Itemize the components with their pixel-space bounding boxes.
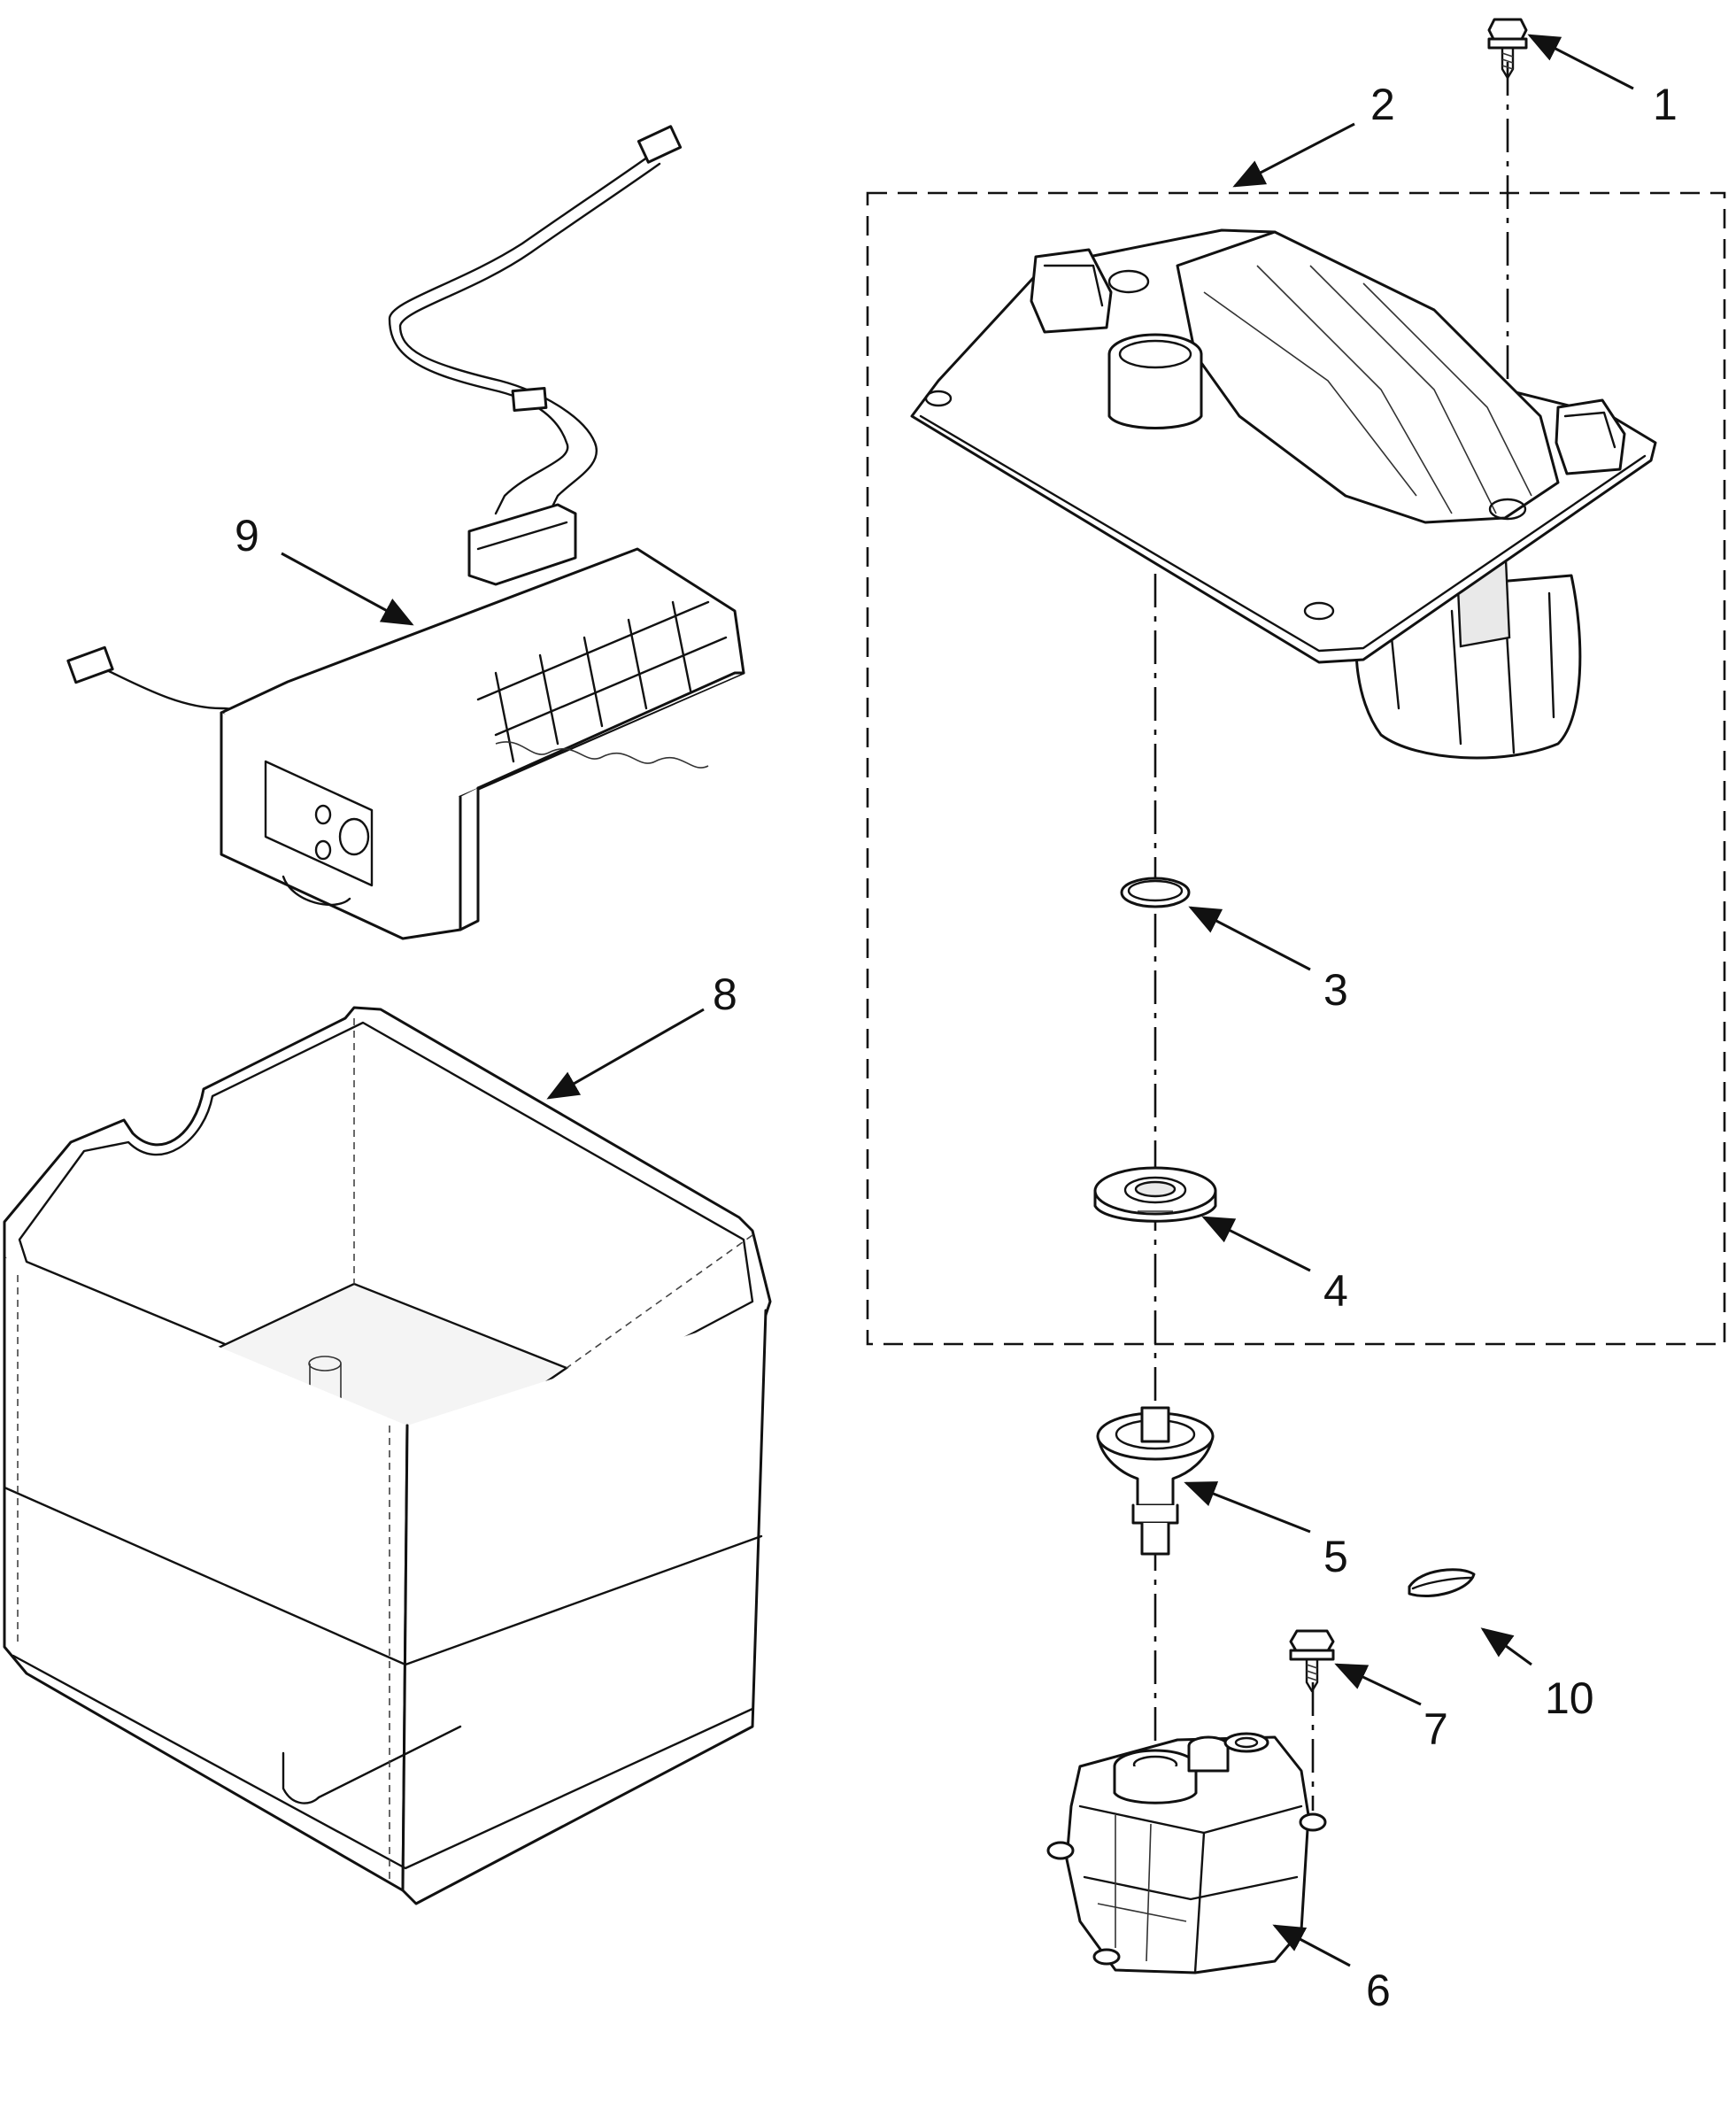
leader-arrow-4: [1201, 1216, 1311, 1272]
screw-part-7: [1289, 1629, 1335, 1693]
o-ring-part-3: [1120, 877, 1191, 908]
coupler-part-5: [1096, 1406, 1215, 1556]
leader-arrow-2: [1232, 122, 1355, 188]
callout-7: 7: [1424, 1704, 1448, 1754]
callout-10: 10: [1545, 1673, 1594, 1723]
spacer-part-10: [1408, 1568, 1476, 1598]
callout-6: 6: [1366, 1966, 1391, 2015]
leader-arrow-6: [1272, 1924, 1351, 1967]
leader-arrow-3: [1188, 906, 1311, 971]
bushing-part-4: [1093, 1166, 1217, 1223]
leader-arrow-9: [281, 552, 414, 626]
screw-part-1: [1487, 18, 1528, 80]
ice-bucket-part-8: [3, 1006, 772, 1905]
ice-maker-part-9: [66, 125, 745, 940]
leader-arrow-10: [1480, 1627, 1532, 1666]
leader-arrow-8: [546, 1008, 705, 1100]
assembly-group-box: [866, 191, 1726, 1346]
callout-4: 4: [1323, 1266, 1348, 1316]
dispenser-housing-part-2: [910, 228, 1657, 760]
leader-arrow-7: [1334, 1663, 1422, 1706]
callout-8: 8: [713, 970, 737, 1019]
callout-5: 5: [1323, 1532, 1348, 1581]
auger-motor-part-6: [1046, 1732, 1327, 1974]
callout-2: 2: [1370, 80, 1395, 129]
callout-1: 1: [1653, 80, 1678, 129]
leader-arrow-1: [1527, 34, 1634, 90]
leader-arrow-5: [1184, 1481, 1311, 1534]
callout-3: 3: [1323, 965, 1348, 1015]
callout-9: 9: [235, 511, 259, 560]
